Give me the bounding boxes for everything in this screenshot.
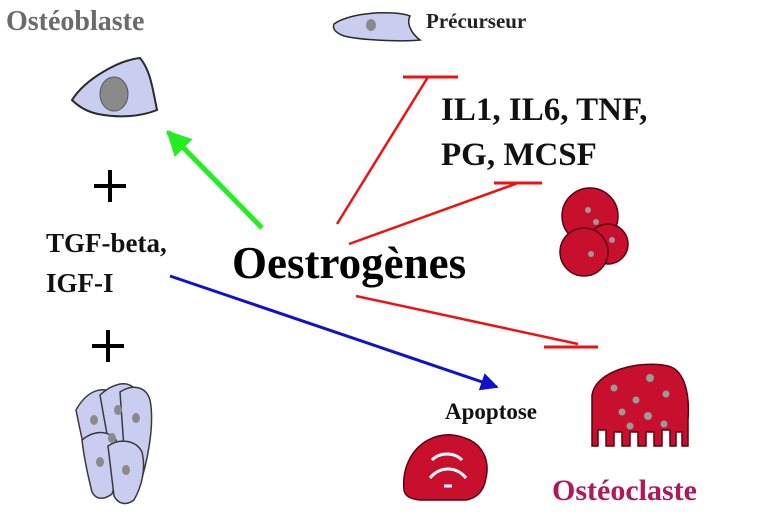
bone-cells-cluster-icon xyxy=(75,383,153,505)
apoptose-label: Apoptose xyxy=(445,399,538,424)
osteoblaste-label: Ostéoblaste xyxy=(6,6,145,37)
osteoclast-cell-icon xyxy=(591,363,690,447)
osteoblast-cell-icon xyxy=(70,56,159,118)
precurseur-label: Précurseur xyxy=(426,9,527,33)
cytokines-label-line1: IL1, IL6, TNF, xyxy=(441,92,648,128)
growth-factors-label-line2: IGF-I xyxy=(46,268,114,298)
stimulation-arrow xyxy=(166,130,264,230)
apoptosis-arrow xyxy=(169,274,499,391)
growth-factors-label-line1: TGF-beta, xyxy=(46,228,167,258)
inhibition-line-cytokines xyxy=(348,181,542,246)
osteoclaste-label: Ostéoclaste xyxy=(552,474,697,507)
precursor-cell-icon xyxy=(332,12,422,42)
plus-sign-top xyxy=(94,170,126,202)
osteoclast-precursor-cluster-icon xyxy=(559,187,629,277)
inhibition-line-osteoclast xyxy=(355,294,598,349)
cytokines-label-line2: PG, MCSF xyxy=(441,137,597,173)
inhibition-line-precursor xyxy=(335,75,458,225)
oestrogenes-label: Oestrogènes xyxy=(232,238,467,288)
plus-sign-bottom xyxy=(92,330,124,362)
apoptotic-osteoclast-icon xyxy=(402,434,488,501)
